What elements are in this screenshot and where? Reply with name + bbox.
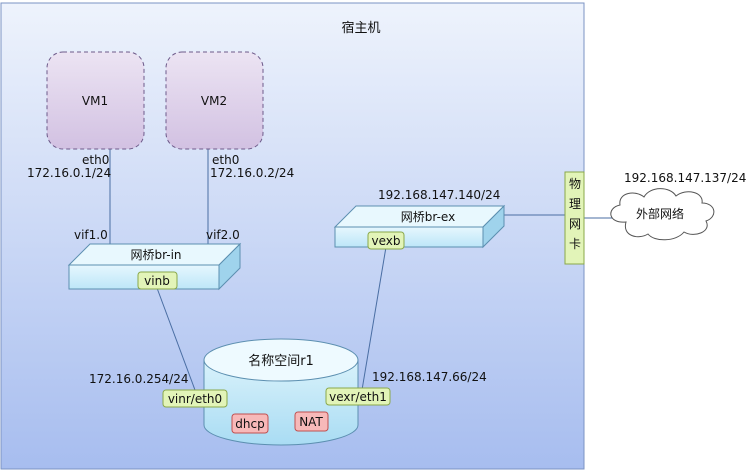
service-nat: NAT — [294, 411, 329, 432]
nic-char-4: 卡 — [569, 237, 581, 251]
bridge-br-in: 网桥br-in — [67, 242, 242, 291]
external-network-cloud: 外部网络 — [610, 188, 715, 241]
physical-nic: 物 理 网 卡 — [564, 171, 585, 265]
vm2-iface: eth0 — [212, 153, 239, 167]
service-dhcp-label: dhcp — [235, 417, 264, 431]
nic-char-1: 物 — [569, 177, 581, 191]
vm1-iface: eth0 — [82, 153, 109, 167]
bridge-br-ex: 网桥br-ex — [333, 204, 506, 249]
vm2-ip: 172.16.0.2/24 — [210, 166, 294, 180]
link-vexb-vexr — [361, 246, 387, 391]
namespace-r1-label: 名称空间r1 — [248, 353, 314, 369]
vm2: VM2 — [165, 51, 264, 150]
connection-lines — [109, 149, 612, 391]
external-network-label: 外部网络 — [636, 206, 684, 221]
port-vexb-label: vexb — [372, 234, 401, 248]
vm1-ip: 172.16.0.1/24 — [27, 166, 111, 180]
port-vinr-eth0: vinr/eth0 — [162, 389, 228, 408]
port-vinb-label: vinb — [144, 274, 170, 288]
service-dhcp: dhcp — [231, 413, 269, 434]
port-vexr-eth1-label: vexr/eth1 — [329, 390, 387, 404]
vm1-label: VM1 — [82, 94, 108, 108]
vm1-vif: vif1.0 — [74, 228, 108, 242]
port-vinb: vinb — [137, 271, 178, 290]
bridge-br-in-label: 网桥br-in — [130, 248, 181, 262]
bridge-br-ex-label: 网桥br-ex — [401, 210, 455, 224]
namespace-left-ip: 172.16.0.254/24 — [89, 372, 188, 386]
vm2-label: VM2 — [201, 94, 227, 108]
port-vinr-eth0-label: vinr/eth0 — [168, 392, 222, 406]
service-nat-label: NAT — [299, 415, 323, 429]
host-title: 宿主机 — [341, 20, 380, 36]
bridge-br-ex-ip: 192.168.147.140/24 — [378, 188, 500, 202]
nic-char-3: 网 — [569, 217, 581, 231]
namespace-right-ip: 192.168.147.66/24 — [372, 370, 487, 384]
nic-char-2: 理 — [569, 197, 581, 211]
vm2-vif: vif2.0 — [206, 228, 240, 242]
port-vexr-eth1: vexr/eth1 — [325, 387, 391, 406]
vm1: VM1 — [46, 51, 145, 150]
external-ip: 192.168.147.137/24 — [624, 171, 746, 185]
port-vexb: vexb — [367, 231, 405, 250]
link-vinb-vinr — [156, 287, 196, 391]
